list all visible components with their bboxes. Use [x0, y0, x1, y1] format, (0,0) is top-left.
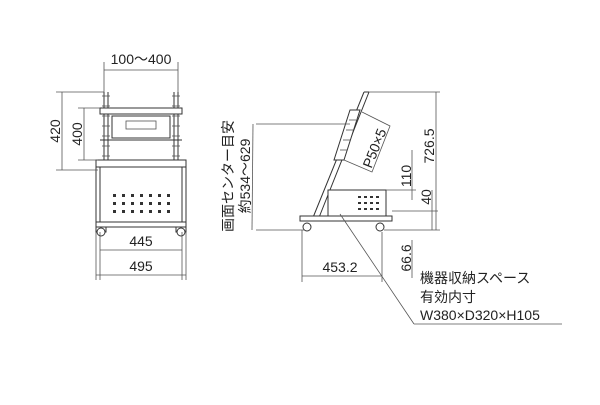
base-frame: [95, 221, 187, 228]
dim-shelf-bottom: 66.6: [398, 244, 414, 271]
side-dimensions: [251, 91, 440, 282]
mount-plate: [111, 115, 171, 139]
storage-note-line3: W380×D320×H105: [420, 307, 540, 323]
dim-outer-width: 495: [129, 258, 153, 274]
front-dimensions: [56, 62, 187, 280]
storage-note-leader: [339, 213, 562, 325]
screen-center-label-line2: 約534〜629: [237, 138, 253, 213]
dim-vesa-width: 100〜400: [111, 51, 172, 67]
dim-height-outer: 420: [47, 119, 63, 143]
rail-holes: [102, 95, 180, 157]
dim-height-inner: 400: [69, 122, 85, 146]
storage-vents: [358, 196, 379, 210]
storage-note-line1: 機器収納スペース: [420, 270, 530, 286]
vent-holes: [113, 194, 170, 213]
right-caster: [176, 227, 186, 237]
storage-note-line2: 有効内寸: [420, 289, 476, 305]
front-caster: [302, 222, 312, 232]
dim-depth: 453.2: [322, 259, 357, 275]
side-view: [299, 91, 393, 232]
bracket-plate: [333, 109, 361, 161]
top-crossbar: [99, 107, 183, 115]
dim-shelf-height: 40: [418, 189, 434, 205]
left-caster: [96, 227, 106, 237]
dim-pitch: P50×5: [359, 126, 389, 170]
dim-total-height: 726.5: [421, 128, 437, 163]
dim-shelf-top: 110: [398, 165, 414, 188]
screen-center-label-line1: 画面センター目安: [220, 120, 236, 232]
front-view: [95, 92, 187, 237]
side-base: [299, 215, 393, 222]
dim-inner-width: 445: [129, 233, 153, 249]
rear-caster: [375, 222, 385, 232]
